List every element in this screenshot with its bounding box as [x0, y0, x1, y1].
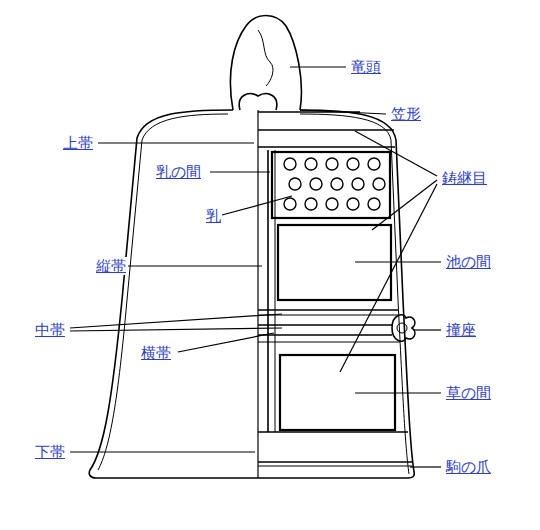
nipple-knob [373, 178, 385, 190]
nipple-knob [352, 178, 364, 190]
nipple-knob [284, 158, 296, 170]
nipple-knob [305, 158, 317, 170]
nipple-knob [289, 178, 301, 190]
part-label: 上帯 [62, 134, 94, 152]
nipple-knob [310, 178, 322, 190]
nipple-knob [284, 198, 296, 210]
part-label: 笠形 [390, 105, 422, 123]
part-label: 中帯 [34, 321, 66, 339]
part-label: 草の間 [445, 384, 492, 402]
leader-lines [70, 67, 441, 467]
part-label: 縦帯 [95, 257, 127, 275]
part-label: 撞座 [445, 321, 477, 339]
nipple-knob [347, 198, 359, 210]
part-label: 横帯 [140, 344, 172, 362]
part-label: 竜頭 [350, 58, 382, 76]
part-label: 乳 [205, 207, 222, 225]
part-label: 駒の爪 [445, 458, 492, 476]
nipple-knob [368, 158, 380, 170]
part-label: 下帯 [34, 443, 66, 461]
nipple-knob [368, 198, 380, 210]
nipple-knob [347, 158, 359, 170]
nipple-knob [326, 158, 338, 170]
part-label: 鋳継目 [441, 169, 488, 187]
nipple-knobs [284, 158, 385, 210]
part-label: 乳の間 [155, 163, 202, 181]
nipple-knob [326, 198, 338, 210]
nipple-knob [331, 178, 343, 190]
bell-outline [89, 16, 415, 479]
part-label: 池の間 [445, 253, 492, 271]
nipple-knob [305, 198, 317, 210]
